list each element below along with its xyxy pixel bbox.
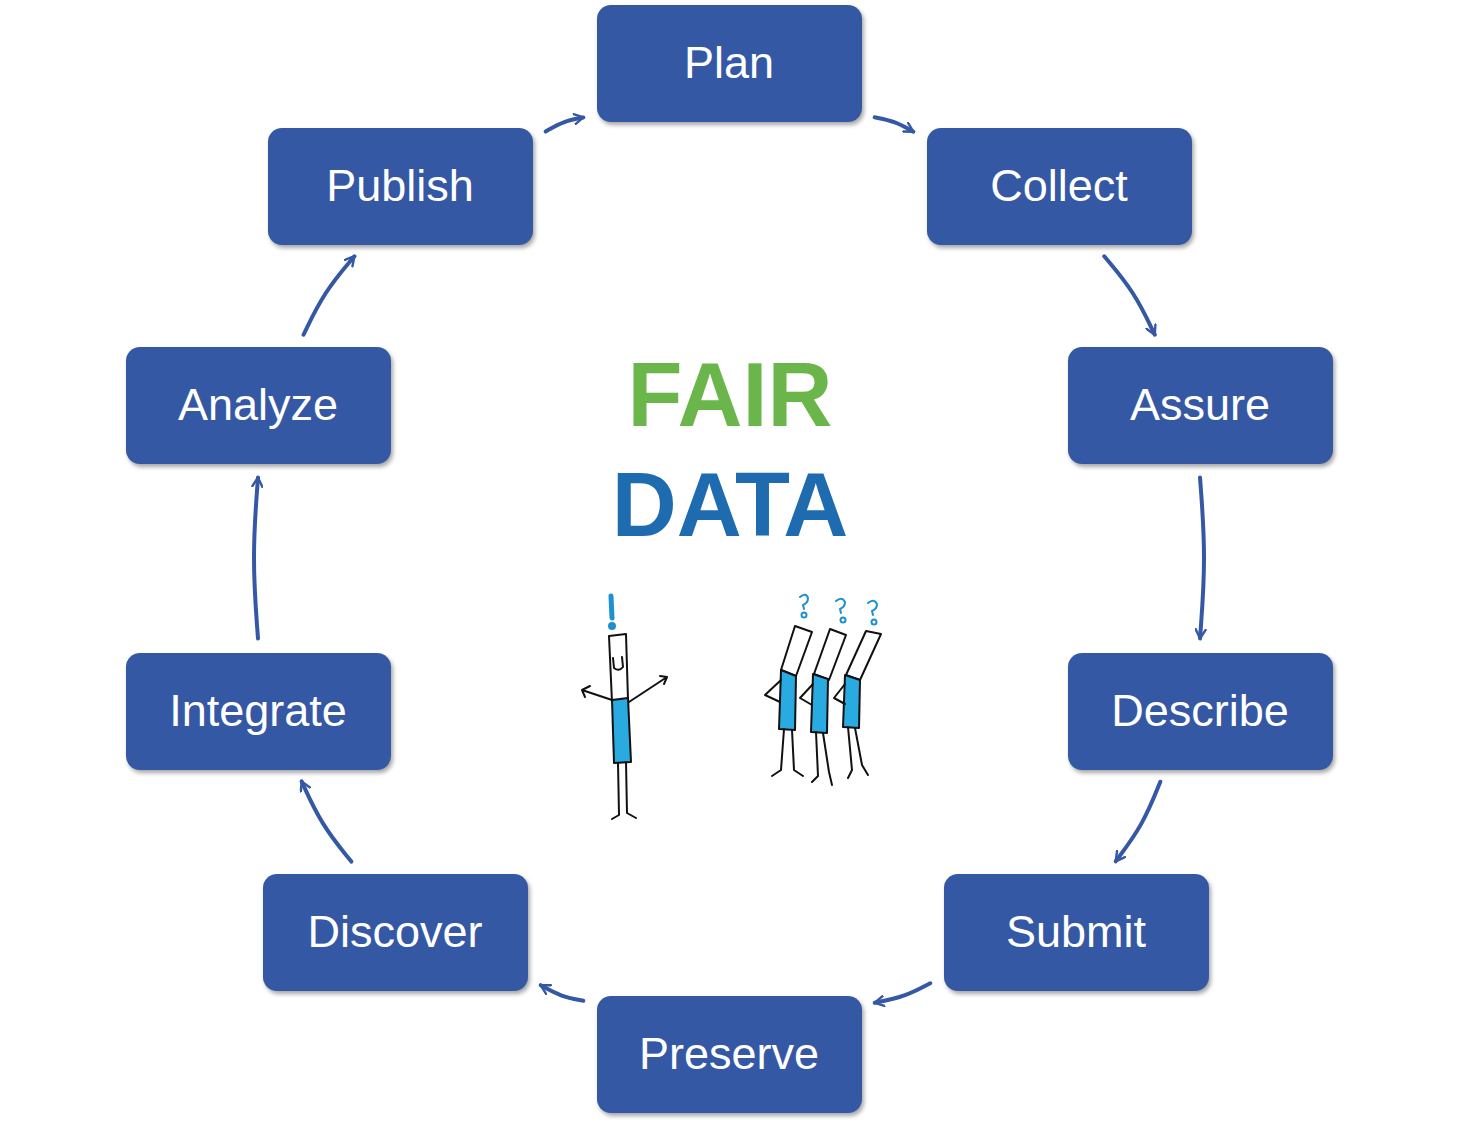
process-box: Discover — [263, 874, 528, 991]
center-title: DATA — [612, 460, 849, 550]
process-box: Integrate — [126, 653, 391, 770]
step-label: Integrate — [169, 686, 347, 736]
cycle-arrow — [304, 256, 355, 335]
process-box: Publish — [268, 128, 533, 245]
excited-figure — [582, 596, 667, 819]
process-box: Collect — [927, 128, 1192, 245]
cycle-arrow — [1200, 478, 1204, 639]
step-label: Plan — [684, 38, 774, 88]
cycle-arrow — [546, 117, 584, 131]
cycle-arrow — [1116, 782, 1161, 862]
step-label: Publish — [326, 161, 474, 211]
cycle-arrow — [1104, 256, 1155, 334]
step-label: Assure — [1130, 380, 1270, 430]
step-label: Collect — [990, 161, 1128, 211]
cycle-arrow — [302, 781, 352, 861]
process-box: Submit — [944, 874, 1209, 991]
process-box: Analyze — [126, 347, 391, 464]
step-label: Analyze — [178, 380, 338, 430]
process-box: Preserve — [597, 996, 862, 1113]
process-box: Describe — [1068, 653, 1333, 770]
cycle-arrow — [875, 983, 931, 1003]
cycle-arrow — [875, 117, 914, 131]
cycle-arrow — [541, 985, 584, 1001]
step-label: Describe — [1111, 686, 1289, 736]
center-title: FAIR — [627, 350, 832, 440]
process-box: Plan — [597, 5, 862, 122]
cycle-arrow — [254, 478, 258, 639]
process-box: Assure — [1068, 347, 1333, 464]
step-label: Preserve — [639, 1029, 819, 1079]
step-label: Discover — [307, 907, 482, 957]
puzzled-figures — [765, 595, 881, 785]
step-label: Submit — [1006, 907, 1146, 957]
